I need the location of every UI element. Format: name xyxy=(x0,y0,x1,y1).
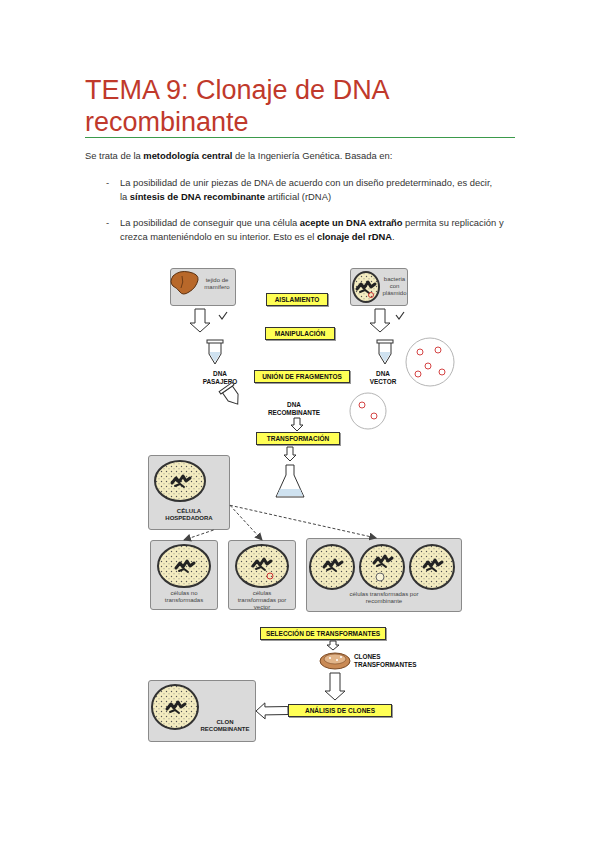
step-label-box: AISLAMIENTO xyxy=(266,293,328,306)
bold-text: acepte un DNA extraño xyxy=(300,217,403,228)
step-label: MANIPULACIÓN xyxy=(266,328,334,339)
tube xyxy=(379,342,391,364)
bullet-dash: - xyxy=(106,217,109,228)
tube-liquid xyxy=(210,352,220,362)
hollow-arrow xyxy=(256,703,288,719)
tube-liquid xyxy=(380,352,390,362)
scissors-mark xyxy=(396,312,404,319)
illustration-caption: CÉLULA HOSPEDADORA xyxy=(153,508,225,522)
process-arrow xyxy=(190,309,210,332)
text-paragraph: La posibilidad de unir piezas de DNA de … xyxy=(120,176,518,204)
illustration-box: tejido de mamífero xyxy=(170,268,236,306)
plate-agar xyxy=(324,654,346,664)
illustration-box: células no transformadas xyxy=(150,540,218,610)
process-arrow xyxy=(291,418,303,431)
illustration-caption: bacteria con plásmido xyxy=(381,276,408,297)
plasmid-ring xyxy=(415,371,421,377)
body-text: de la Ingeniería Genética. Basada en: xyxy=(235,150,392,161)
illustration-box: células transformadas por recombinante xyxy=(306,538,462,612)
diagram-caption: DNA RECOMBINANTE xyxy=(262,401,326,416)
illustration-caption: células transformadas por recombinante xyxy=(337,591,431,605)
tube-cap xyxy=(377,340,393,343)
colony xyxy=(336,659,338,661)
step-label-box: UNIÓN DE FRAGMENTOS xyxy=(254,370,350,383)
step-label: ANÁLISIS DE CLONES xyxy=(289,705,391,716)
body-text: La posibilidad de conseguir que una célu… xyxy=(120,217,297,228)
bold-text: metodología central xyxy=(143,150,232,161)
step-label-box: SELECCIÓN DE TRANSFORMANTES xyxy=(260,627,386,640)
flask xyxy=(276,465,304,497)
bold-text: síntesis de DNA recombinante xyxy=(130,191,265,202)
tube xyxy=(209,342,221,364)
diagram-caption: DNA PASAJERO xyxy=(200,370,240,385)
process-arrow xyxy=(327,641,339,650)
plasmid-dish xyxy=(406,338,454,386)
illustration-caption: células no transformadas xyxy=(155,590,213,604)
plasmid-ring xyxy=(435,347,441,353)
diagram-caption: DNA VECTOR xyxy=(365,370,401,385)
step-label: AISLAMIENTO xyxy=(267,294,327,305)
dashed-arrow xyxy=(184,530,214,540)
step-label-box: ANÁLISIS DE CLONES xyxy=(288,704,392,717)
illustration-caption: tejido de mamífero xyxy=(199,277,235,291)
illustration-caption: células transformadas por vector xyxy=(233,590,291,611)
recombinant-dish xyxy=(350,393,386,429)
dashed-arrow xyxy=(230,505,262,540)
body-text: artificial (rDNA) xyxy=(267,191,331,202)
step-label-box: MANIPULACIÓN xyxy=(265,327,335,340)
petri-plate xyxy=(320,653,350,669)
tube xyxy=(222,386,242,408)
bullet-dash: - xyxy=(106,177,109,188)
illustration-box: CLON RECOMBINANTE xyxy=(148,680,256,742)
illustration-caption: CLON RECOMBINANTE xyxy=(197,719,253,733)
step-label: UNIÓN DE FRAGMENTOS xyxy=(255,371,349,382)
text-paragraph: - xyxy=(106,216,118,230)
step-label-box: TRANSFORMACIÓN xyxy=(256,432,340,445)
illustration-box: células transformadas por vector xyxy=(228,540,296,610)
step-label: SELECCIÓN DE TRANSFORMANTES xyxy=(261,628,385,639)
process-arrow xyxy=(370,309,390,332)
colony xyxy=(340,656,342,658)
text-paragraph: - xyxy=(106,176,118,190)
flask-liquid xyxy=(277,489,303,496)
illustration-box: CÉLULA HOSPEDADORA xyxy=(148,455,230,530)
tube-cap xyxy=(207,340,223,343)
tube-group xyxy=(219,382,244,408)
body-text: Se trata de la xyxy=(85,150,141,161)
diagram-caption: CLONES TRANSFORMANTES xyxy=(354,653,414,668)
bold-text: clonaje del rDNA xyxy=(317,231,392,242)
body-text: . xyxy=(392,231,395,242)
plasmid-ring xyxy=(425,363,431,369)
text-paragraph: La posibilidad de conseguir que una célu… xyxy=(120,216,518,244)
illustration-box: bacteria con plásmido xyxy=(350,268,408,306)
plasmid-ring xyxy=(417,349,423,355)
step-label: TRANSFORMACIÓN xyxy=(257,433,339,444)
scissors-mark xyxy=(219,312,227,319)
plasmid-ring xyxy=(371,413,377,419)
text-paragraph: Se trata de lametodología centralde la I… xyxy=(85,149,525,163)
plasmid-ring xyxy=(439,369,445,375)
process-arrow xyxy=(325,673,345,700)
colony xyxy=(329,657,331,659)
title-rule xyxy=(85,137,515,138)
process-arrow xyxy=(284,447,296,461)
page-title: TEMA 9: Clonaje de DNA recombinante xyxy=(85,74,430,138)
plasmid-ring xyxy=(359,402,365,408)
dashed-arrow xyxy=(230,505,376,538)
